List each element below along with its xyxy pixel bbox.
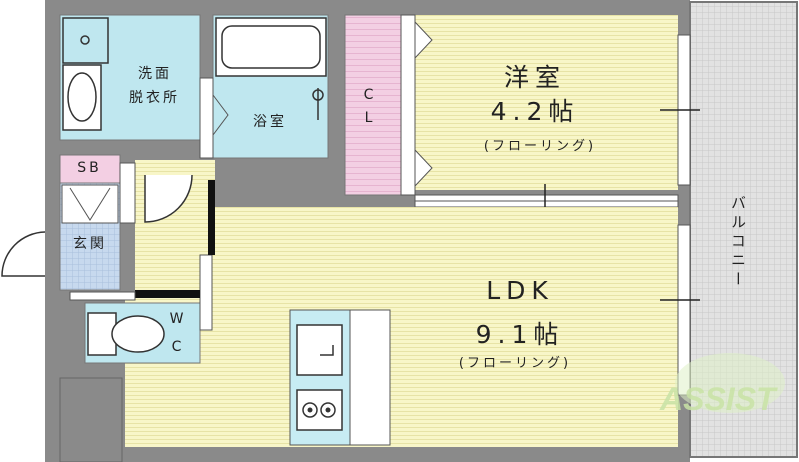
toilet-door (199, 254, 213, 331)
hall-door-swing (144, 174, 193, 223)
shoebox-label: SB (77, 160, 102, 176)
closet-label-line2: L (364, 110, 376, 126)
bath-shower-icon (312, 89, 324, 101)
toilet-bowl (111, 315, 165, 353)
kitchen-counter-top (349, 309, 391, 446)
ldk-floor (215, 207, 678, 447)
ldk-name: LDK (486, 276, 554, 305)
washing-machine-pan (62, 17, 109, 64)
vanity-basin (67, 72, 97, 122)
stove-burner-right (320, 402, 336, 418)
watermark-logo: ASSIST (655, 345, 785, 425)
closet-area (344, 14, 402, 196)
bath-door (199, 77, 214, 159)
closet-door-swing-top (414, 20, 433, 60)
stove-burner-left-center (307, 407, 313, 413)
washroom-label-line2: 脱衣所 (129, 90, 180, 106)
bath-door-swing (212, 94, 229, 136)
western-room-floor (413, 15, 678, 190)
toilet-label-line1: W (169, 311, 187, 327)
western-room-name: 洋室 (503, 63, 566, 92)
ldk-wall-dark (208, 180, 215, 255)
washing-machine-drain (80, 35, 90, 45)
entrance-shoe-rack (61, 184, 119, 224)
toilet-wall-dark (135, 290, 200, 298)
kitchen-sink (296, 324, 343, 376)
western-room-floor-type: (フローリング) (483, 139, 597, 154)
hall-door-frame (119, 162, 136, 224)
pipe-shaft (59, 377, 123, 462)
entrance-rack-doors (69, 187, 111, 221)
bathtub-inner (221, 25, 321, 69)
closet-door (400, 14, 416, 196)
entrance-door-swing (1, 231, 46, 277)
watermark-leaf (675, 353, 785, 413)
washroom-label-line1: 洗面 (138, 66, 172, 82)
closet-label-line1: C (363, 87, 377, 103)
stove-burner-left (302, 402, 318, 418)
balcony-label: バルコニー (729, 194, 747, 290)
western-room-size: 4.2帖 (490, 97, 580, 126)
toilet-label-line2: C (171, 339, 185, 355)
ldk-floor-type: (フローリング) (458, 356, 572, 371)
shoebox-area (59, 154, 121, 184)
entrance-label: 玄関 (73, 236, 107, 252)
bath-label: 浴室 (253, 114, 287, 130)
stove-burner-right-center (325, 407, 331, 413)
watermark-text: ASSIST (659, 381, 778, 417)
ldk-size: 9.1帖 (475, 320, 565, 349)
closet-door-swing-bottom (414, 148, 433, 188)
hall-partition (69, 291, 136, 301)
kitchen-faucet-icon (320, 345, 334, 356)
